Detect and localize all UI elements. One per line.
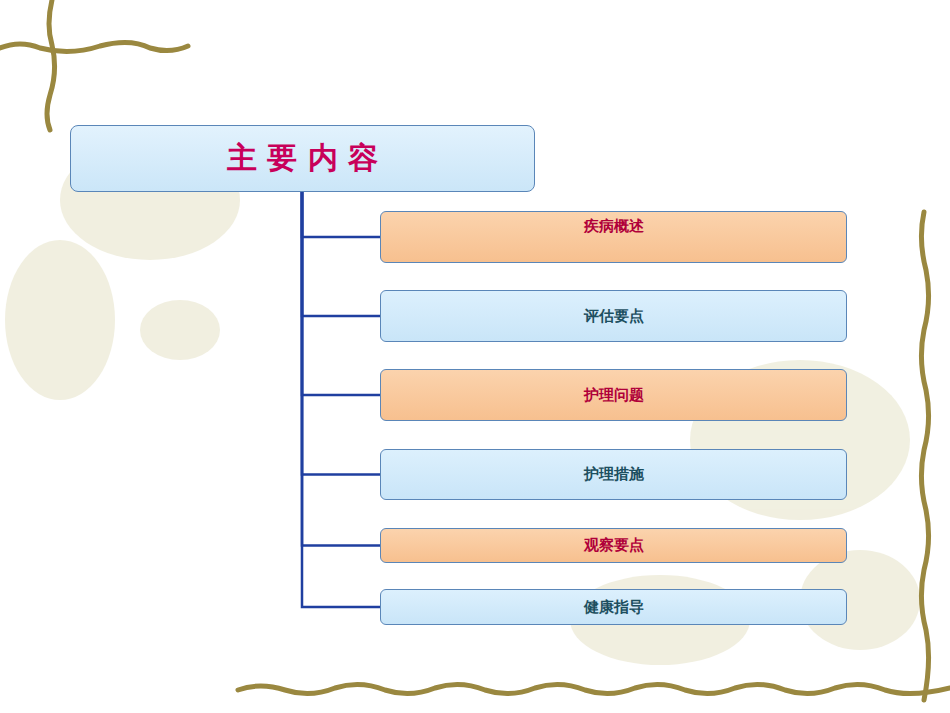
topic-label: 健康指导 — [584, 598, 644, 617]
topic-label: 评估要点 — [584, 307, 644, 326]
tree-connector — [302, 192, 380, 475]
tree-connector — [302, 192, 380, 316]
title-text: 主 要 内 容 — [227, 138, 378, 179]
topic-label: 护理问题 — [584, 386, 644, 405]
tree-connector — [302, 192, 380, 607]
topic-box: 护理问题 — [380, 369, 847, 421]
flower-watermark — [5, 140, 920, 665]
topic-box: 疾病概述 — [380, 211, 847, 263]
topic-box: 观察要点 — [380, 528, 847, 563]
tree-connector — [302, 192, 380, 395]
topic-box: 评估要点 — [380, 290, 847, 342]
tree-connector — [302, 192, 380, 237]
topic-box: 健康指导 — [380, 589, 847, 625]
topic-box: 护理措施 — [380, 449, 847, 500]
tree-connector — [302, 192, 380, 546]
topic-label: 观察要点 — [584, 536, 644, 555]
topic-label: 护理措施 — [584, 465, 644, 484]
title-box: 主 要 内 容 — [70, 125, 535, 192]
topic-label: 疾病概述 — [584, 217, 644, 236]
